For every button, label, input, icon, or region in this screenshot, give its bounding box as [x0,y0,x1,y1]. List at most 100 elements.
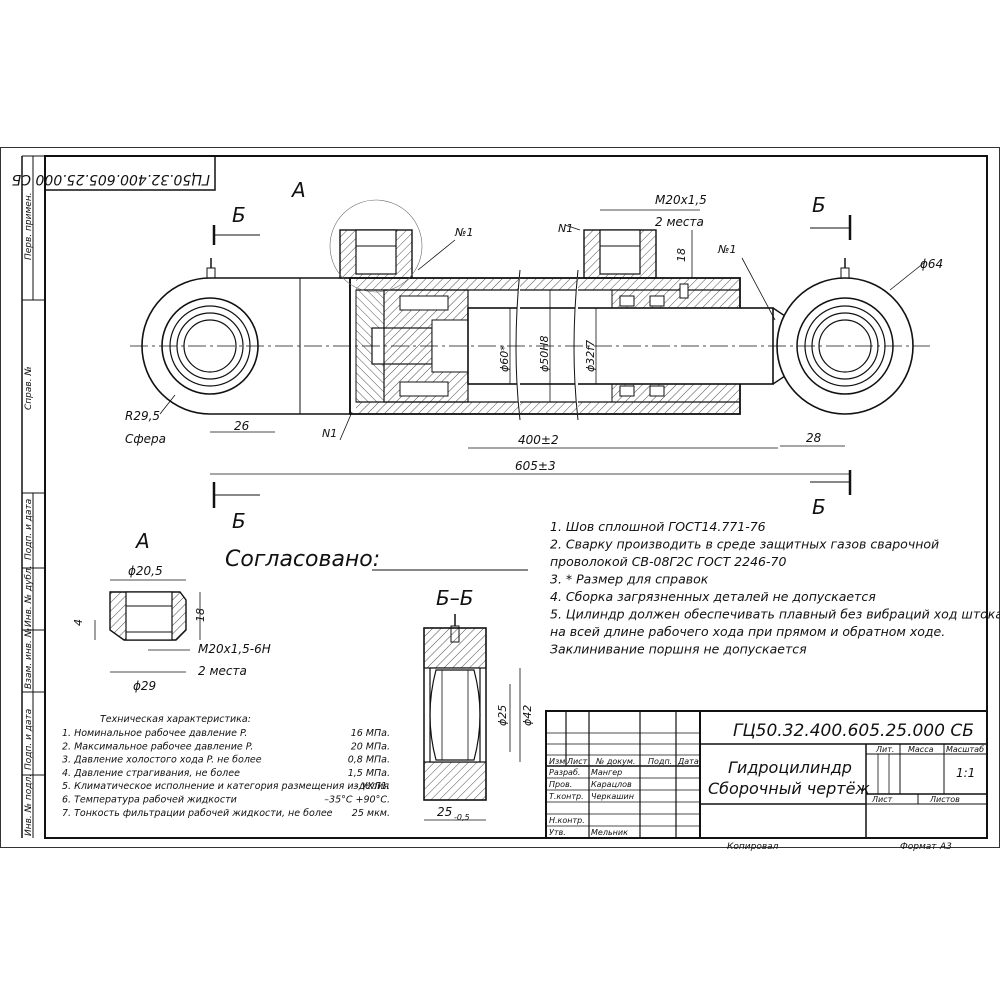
dim-no1-right: №1 [717,243,736,256]
tech-row-value: 20 МПа. [351,741,390,752]
dim-n1-top: N1 [558,222,573,235]
a-dim-d20: ϕ20,5 [128,564,163,578]
title-name-2: Сборочный чертёж [708,779,870,798]
role-name: Мангер [591,768,622,777]
section-bb-title: Б–Б [436,586,473,610]
copied-label: Копировал [727,842,779,852]
dim-d32: ϕ32f7 [584,340,597,372]
col-date: Дата [677,757,699,766]
bb-dim-tol: -0,5 [454,813,470,822]
dim-26: 26 [234,419,250,433]
view-a-title: А [134,529,150,553]
section-mark-tr: Б [812,193,826,217]
side-label-5: Взам. инв. № [24,628,34,689]
side-label-4: Инв. № дубл. [24,565,34,627]
dim-d60: ϕ60* [498,345,511,372]
note-line: на всей длине рабочего хода при прямом и… [550,624,945,639]
role-label: Разраб. [549,768,580,777]
main-view [130,199,930,508]
dim-length: 605±3 [515,459,556,473]
tech-row-value: 25 мкм. [352,808,390,819]
tech-row-label: 5. Климатическое исполнение и категория … [62,781,389,792]
dim-two-places: 2 места [655,215,704,229]
role-name: Черкашин [591,792,634,801]
a-dim-thread: M20x1,5-6H [198,642,271,656]
role-label: Утв. [549,828,566,837]
side-label-1: Перв. примен. [24,192,34,260]
section-bb [423,614,521,821]
a-dim-two-places: 2 места [198,664,247,678]
a-dim-18: 18 [194,608,207,622]
role-name: Мельник [591,828,628,837]
note-line: Заклинивание поршня не допускается [550,642,807,657]
title-number: ГЦ50.32.400.605.25.000 СБ [733,721,974,741]
agreed-label: Согласовано: [225,547,380,572]
sheets-label: Листов [929,795,960,804]
dim-d64: ϕ64 [920,257,943,271]
side-label-2: Справ. № [24,366,34,410]
dim-no1-left: №1 [454,226,473,239]
col-list: Лист [566,757,588,766]
section-mark-br: Б [812,495,826,519]
tech-row-value: 0,8 МПа. [348,755,390,766]
dim-d50: ϕ50H8 [538,335,551,372]
note-line: 4. Сборка загрязненных деталей не допуск… [550,589,876,604]
note-line: 2. Сварку производить в среде защитных г… [550,537,939,552]
tech-row-label: 3. Давление холостого хода P. не более [62,755,262,766]
side-label-3: Подп. и дата [24,499,34,560]
a-dim-4: 4 [72,619,85,626]
tech-row-label: 4. Давление страгивания, не более [62,768,240,779]
bb-dim-d42: ϕ42 [521,705,534,726]
role-label: Пров. [549,780,572,789]
dim-thread: M20x1,5 [655,193,707,207]
tech-characteristics: Техническая характеристика: 1. Номинальн… [62,714,390,819]
note-line: 3. * Размер для справок [550,572,709,587]
role-name: Карацлов [591,780,632,789]
title-block [545,710,988,839]
format-label: Формат [900,842,937,852]
mass-label: Масса [908,745,934,754]
tech-row-value: 16 МПа. [351,728,390,739]
dim-r29: R29,5 [125,409,160,423]
side-label-6: Подп. и дата [24,709,34,770]
notes-block: 1. Шов сплошной ГОСТ14.771-76 2. Сварку п… [550,519,1000,657]
dim-sphere: Сфера [125,432,166,446]
title-name-1: Гидроцилиндр [728,758,852,777]
dim-18: 18 [675,248,688,262]
tech-row-value: –35°С +90°С. [324,795,390,806]
note-line: 5. Цилиндр должен обеспечивать плавный б… [550,607,1000,622]
tech-row-label: 1. Номинальное рабочее давление P. [62,728,247,739]
note-line: проволокой СВ-08Г2С ГОСТ 2246-70 [550,554,786,569]
tech-row-label: 6. Температура рабочей жидкости [62,795,237,806]
tech-row-value: 1,5 МПа. [348,768,390,779]
sheet-label: Лист [871,795,893,804]
a-dim-d29: ϕ29 [133,679,156,693]
section-mark-tl: Б [232,203,246,227]
stamp-number-rotated: ГЦ50.32.400.605.25.000 СБ [12,171,210,187]
note-line: 1. Шов сплошной ГОСТ14.771-76 [550,519,766,534]
scale-value: 1:1 [956,766,975,780]
dim-stroke: 400±2 [518,433,559,447]
dim-n1-bottom: N1 [322,427,337,440]
tech-row-value: – УХЛ1. [354,781,390,792]
view-a-label: А [290,178,306,202]
role-label: Т.контр. [549,792,584,801]
side-label-7: Инв. № подл. [24,774,34,836]
tech-title: Техническая характеристика: [100,714,251,725]
view-a-detail [94,579,201,673]
bb-dim-d25: ϕ25 [496,705,509,726]
scale-label: Масштаб [946,745,984,754]
inner-frame [44,155,988,839]
col-doc: № докум. [595,757,635,766]
role-label: Н.контр. [549,816,585,825]
tech-row-label: 2. Максимальное рабочее давление P. [62,741,253,752]
col-sign: Подп. [648,757,672,766]
stamp-number-box: ГЦ50.32.400.605.25.000 СБ [12,155,216,191]
dim-28: 28 [806,431,822,445]
tech-row-label: 7. Тонкость фильтрации рабочей жидкости,… [62,808,333,819]
section-mark-bl: Б [232,509,246,533]
bb-dim-25: 25 [437,805,452,819]
lit-label: Лит. [875,745,894,754]
format-value: А3 [939,842,952,852]
